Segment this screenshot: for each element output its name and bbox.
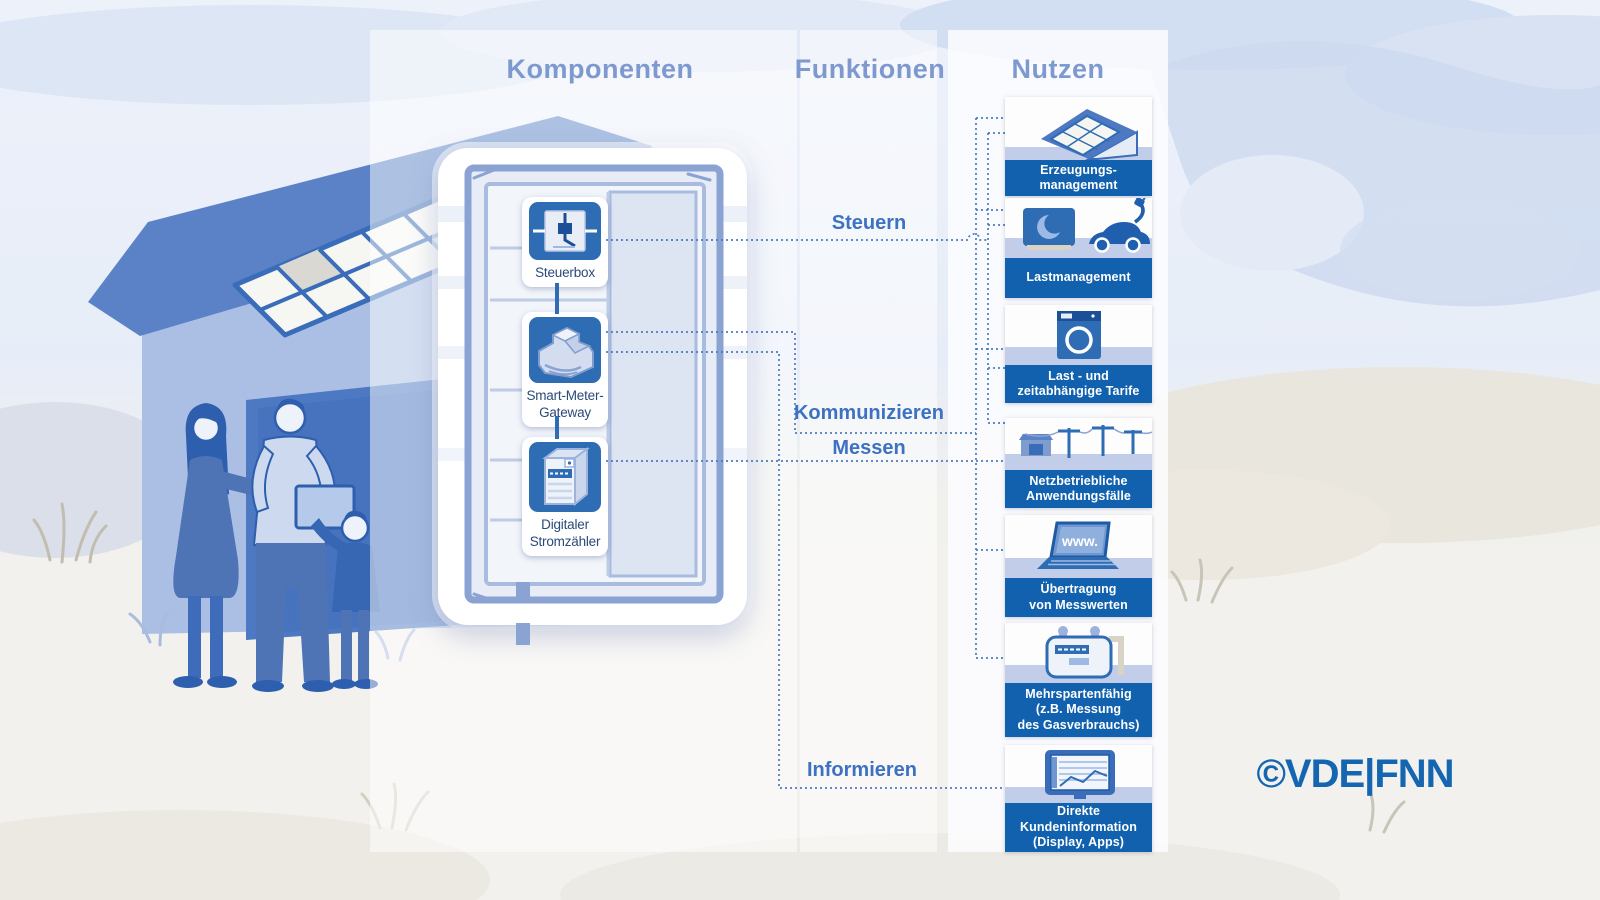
benefit-mehrspartenfaehig: Mehrspartenfähig (z.B. Messung des Gasve… [1005, 623, 1152, 737]
benefit-tarife: Last - und zeitabhängige Tarife [1005, 305, 1152, 403]
washing-machine-icon [1057, 311, 1101, 359]
component-label: Steuerbox [535, 265, 595, 280]
svg-text:www.: www. [1061, 533, 1098, 549]
digital-electricity-meter-icon [529, 442, 601, 512]
komponenten-title: Komponenten [506, 54, 694, 84]
family-illustration [173, 398, 380, 692]
laptop-www-icon: www. [1037, 521, 1119, 569]
benefit-uebertragung: www. Übertragung von Messwerten [1005, 515, 1152, 617]
cabinet-leg [516, 623, 530, 645]
smart-meter-gateway-icon [529, 317, 601, 383]
function-label-informieren: Informieren [806, 759, 918, 781]
component-label: Smart-Meter- Gateway [526, 388, 604, 420]
gas-meter-icon [1045, 626, 1124, 679]
funktionen-title: Funktionen [794, 54, 946, 84]
benefit-label: Übertragung von Messwerten [1005, 578, 1152, 617]
nutzen-title: Nutzen [1011, 54, 1105, 84]
solar-house-icon [1041, 109, 1138, 160]
component-card-steuerbox: Steuerbox [522, 197, 608, 287]
benefit-label: Direkte Kundeninformation (Display, Apps… [1005, 803, 1152, 852]
power-grid-icon [1019, 425, 1152, 458]
component-card-smart-meter-gateway: Smart-Meter- Gateway [522, 312, 608, 427]
benefit-lastmanagement: Lastmanagement [1005, 198, 1152, 298]
function-label-kommunizieren: Kommunizieren [793, 402, 945, 424]
benefit-label: Last - und zeitabhängige Tarife [1005, 365, 1152, 403]
vde-fnn-logo: ©VDE|FNN [1256, 752, 1454, 796]
storage-heater-and-ecar-icon [1023, 198, 1150, 253]
benefit-netzbetrieb: Netzbetriebliche Anwendungsfälle [1005, 418, 1152, 508]
benefit-label: Lastmanagement [1005, 258, 1152, 298]
function-label-steuern: Steuern [831, 212, 907, 234]
component-label: Digitaler Stromzähler [529, 517, 601, 549]
benefit-erzeugungsmanagement: Erzeugungs- management [1005, 97, 1152, 196]
function-label-messen: Messen [832, 437, 906, 459]
benefit-kundeninformation: Direkte Kundeninformation (Display, Apps… [1005, 745, 1152, 852]
customer-display-icon [1045, 750, 1115, 799]
control-box-icon [529, 202, 601, 260]
benefit-label: Netzbetriebliche Anwendungsfälle [1005, 470, 1152, 508]
component-card-digitaler-stromzaehler: Digitaler Stromzähler [522, 437, 608, 556]
benefit-label: Erzeugungs- management [1005, 160, 1152, 196]
benefit-label: Mehrspartenfähig (z.B. Messung des Gasve… [1005, 683, 1152, 737]
